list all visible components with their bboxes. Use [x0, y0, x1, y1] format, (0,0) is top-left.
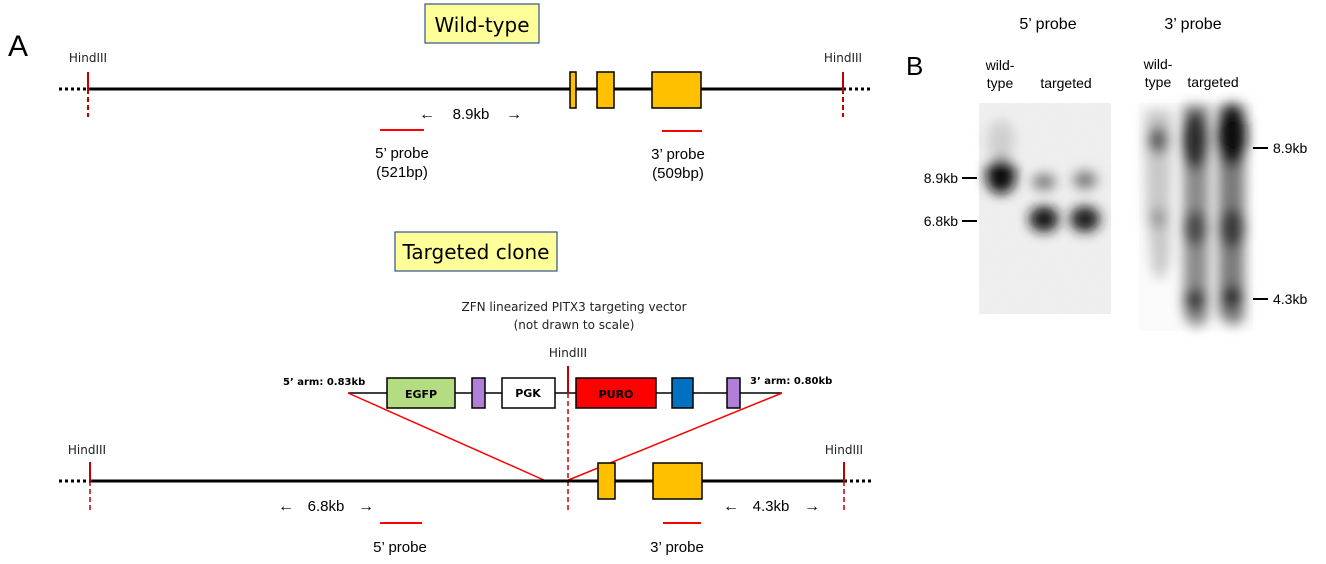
- lane-label-wild-line1: wild-: [1143, 56, 1173, 72]
- vector-subtitle: (not drawn to scale): [514, 318, 635, 332]
- marker-label: 4.3kb: [1273, 291, 1307, 307]
- marker-label: 6.8kb: [924, 213, 958, 229]
- probe3-label: 3’ probe: [650, 539, 704, 556]
- arrow-left-icon: ←: [278, 498, 294, 515]
- targeted-title: Targeted clone: [401, 240, 549, 264]
- band-tg1-8.9kb: [1032, 174, 1056, 190]
- band-tg2-4.3kb: [1221, 285, 1243, 309]
- cassette-polyA-1: [471, 377, 486, 409]
- cassette-blue-element: [671, 377, 694, 409]
- lane-label-targeted: targeted: [1040, 75, 1091, 91]
- probe5-size: (521bp): [376, 164, 428, 181]
- lane-label-wild-line2: type: [1145, 74, 1172, 90]
- arrow-right-icon: →: [804, 498, 820, 515]
- vector-title: ZFN linearized PITX3 targeting vector: [462, 300, 687, 314]
- svg-text:PGK: PGK: [515, 387, 541, 400]
- crossover-5: [347, 392, 547, 482]
- blot-probe-title: 3’ probe: [1164, 16, 1221, 33]
- wild-type-title-box: [424, 3, 540, 44]
- svg-text:PURO: PURO: [599, 388, 634, 401]
- hindiii-label-right: HindIII: [825, 443, 863, 457]
- blot-probe-title: 5’ probe: [1019, 16, 1076, 33]
- cassette-pgk: [501, 377, 556, 409]
- cassette-puro: [575, 377, 657, 409]
- panel-b-label: B: [906, 51, 923, 81]
- marker-label: 8.9kb: [924, 170, 958, 186]
- fragment-size-left: 6.8kb: [308, 498, 345, 515]
- hindiii-label-left: HindIII: [69, 51, 107, 65]
- probe3-label: 3’ probe: [651, 146, 705, 163]
- wild-type-map: Wild-type HindIII HindIII ← 8.9kb → 5’ p…: [59, 3, 872, 182]
- southern-blot-5-probe: 5’ probe wild- type targeted 8.9kb 6.8kb: [924, 16, 1111, 314]
- band-tg1-4.3kb: [1184, 288, 1206, 312]
- lane-label-wild-line1: wild-: [985, 57, 1015, 73]
- probe5-label: 5’ probe: [373, 539, 427, 556]
- targeted-title-box: [394, 231, 558, 272]
- fragment-size: 8.9kb: [453, 106, 490, 123]
- arrow-left-icon: ←: [419, 106, 435, 123]
- band-wt-8.9kb: [986, 158, 1016, 194]
- band-tg1-6.8kb: [1029, 206, 1059, 232]
- hindiii-label-left: HindIII: [68, 443, 106, 457]
- targeted-clone-map: Targeted clone ZFN linearized PITX3 targ…: [59, 231, 874, 556]
- cassette-egfp: [386, 377, 456, 409]
- probe3-size: (509bp): [652, 165, 704, 182]
- arrow-right-icon: →: [358, 498, 374, 515]
- exon-1: [569, 71, 577, 109]
- band-tg2-6.8kb: [1070, 206, 1100, 232]
- probe5-label: 5’ probe: [375, 145, 429, 162]
- lane-label-wild-line2: type: [987, 75, 1014, 91]
- wild-type-title: Wild-type: [434, 13, 529, 37]
- arrow-right-icon: →: [506, 106, 522, 123]
- arrow-left-icon: ←: [723, 498, 739, 515]
- svg-text:EGFP: EGFP: [405, 388, 437, 401]
- fragment-size-right: 4.3kb: [753, 498, 790, 515]
- southern-blot-3-probe: 3’ probe wild- type targeted 8.9kb 4.3kb: [1139, 16, 1307, 331]
- cassette-polyA-2: [726, 377, 741, 409]
- exon-3: [652, 462, 703, 500]
- band-tg2-8.9kb: [1073, 171, 1097, 189]
- exon-2: [597, 462, 616, 500]
- vector-hindiii-label: HindIII: [549, 346, 587, 360]
- exon-2: [596, 71, 615, 109]
- exon-3: [651, 71, 702, 109]
- arm5-label: 5’ arm: 0.83kb: [283, 377, 365, 388]
- arm3-label: 3’ arm: 0.80kb: [750, 376, 832, 387]
- lane-label-targeted: targeted: [1187, 74, 1238, 90]
- hindiii-label-right: HindIII: [824, 51, 862, 65]
- panel-a-label: A: [8, 30, 28, 63]
- marker-label: 8.9kb: [1273, 140, 1307, 156]
